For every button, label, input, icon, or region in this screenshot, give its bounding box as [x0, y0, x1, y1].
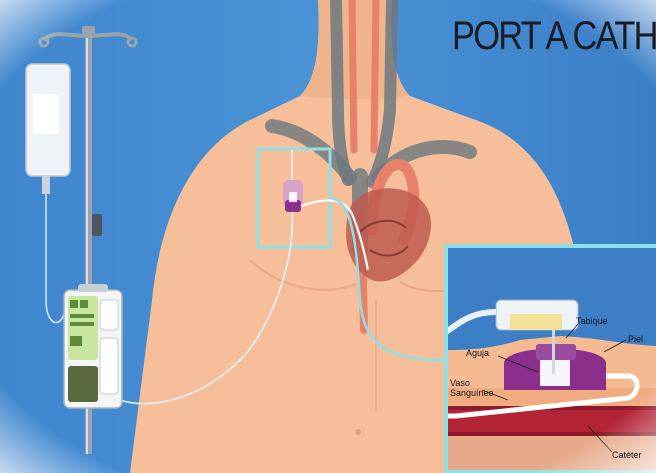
label-sanguineo: Sanguíneo: [450, 388, 494, 398]
label-aguja: Aguja: [466, 348, 489, 358]
label-vaso: Vaso: [450, 378, 470, 388]
label-cateter: Catéter: [612, 450, 642, 460]
label-piel: Piel: [628, 334, 643, 344]
page-title: PORT A CATH: [452, 14, 656, 59]
label-tabique: Tabique: [576, 316, 608, 326]
